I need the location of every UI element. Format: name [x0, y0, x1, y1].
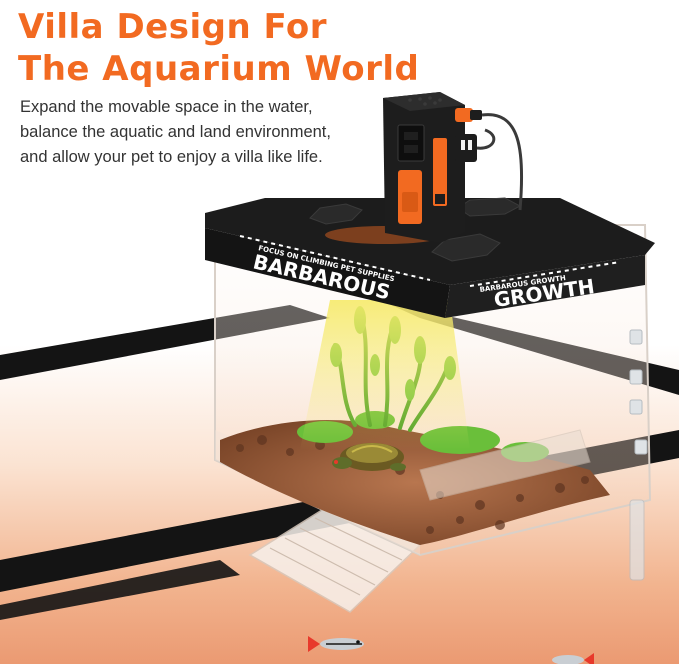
- headline-line-2: The Aquarium World: [18, 49, 420, 89]
- headline: Villa Design For The Aquarium World: [18, 6, 419, 90]
- description-line-1: Expand the movable space in the water,: [20, 98, 313, 116]
- light-beam: [300, 300, 470, 450]
- power-plug-icon: [455, 128, 496, 162]
- fish-icon: [308, 636, 364, 652]
- description-line-3: and allow your pet to enjoy a villa like…: [20, 148, 323, 166]
- fish-icon: [552, 653, 594, 664]
- uv-heat-lamp-icon: [383, 92, 524, 243]
- ramp-ridges: [269, 517, 403, 596]
- description-line-2: balance the aquatic and land environment…: [20, 123, 331, 141]
- headline-line-1: Villa Design For: [18, 7, 327, 47]
- description: Expand the movable space in the water, b…: [20, 95, 380, 170]
- turtle-icon: [332, 443, 406, 471]
